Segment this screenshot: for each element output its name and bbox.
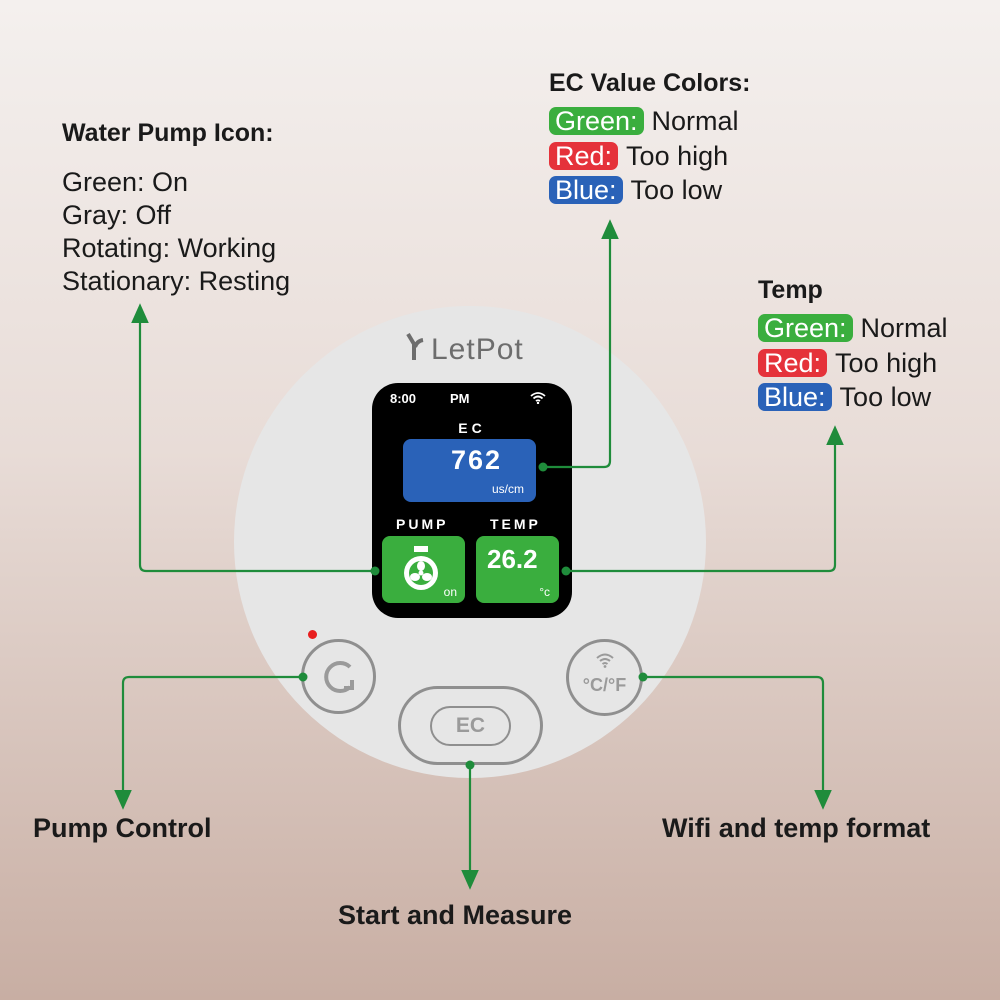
wifi-icon	[596, 653, 614, 668]
legend-text: Too high	[626, 140, 729, 171]
legend-text: Normal	[651, 106, 739, 136]
legend-item: Green:Normal	[758, 311, 948, 346]
pump-label: PUMP	[396, 516, 449, 532]
ec-unit: us/cm	[491, 482, 524, 496]
legend-text: Normal	[860, 313, 948, 343]
pump-state: on	[443, 585, 457, 599]
status-led	[308, 630, 317, 639]
badge-blue: Blue:	[758, 383, 832, 411]
temp-tile: 26.2 °c	[476, 536, 559, 603]
pump-control-callout-line	[114, 675, 303, 810]
wifi-callout-line	[643, 675, 832, 810]
legend-line: Green: On	[62, 167, 189, 197]
legend-line: Stationary: Resting	[62, 266, 291, 296]
temp-callout-line	[566, 425, 844, 573]
badge-green: Green:	[758, 314, 853, 342]
display-screen: 8:00 PM EC 762 us/cm PUMP TEMP on 26.2 °…	[372, 383, 572, 618]
pump-fan-icon	[404, 546, 438, 590]
letpot-logo: LetPot	[405, 332, 524, 367]
ec-legend-title: EC Value Colors:	[549, 69, 751, 97]
legend-item: Red:Too high	[549, 139, 750, 174]
legend-item: Blue:Too low	[758, 380, 948, 415]
start-measure-label: Start and Measure	[338, 900, 573, 930]
ec-legend: EC Value Colors: Green:Normal Red:Too hi…	[549, 69, 750, 208]
legend-item: Green:Normal	[549, 104, 750, 139]
temp-legend-title: Temp	[758, 276, 823, 304]
temp-unit: °c	[539, 585, 550, 599]
legend-text: Too low	[839, 382, 932, 412]
legend-line: Rotating: Working	[62, 233, 277, 263]
pump-control-label: Pump Control	[33, 813, 212, 843]
wifi-temp-label: Wifi and temp format	[662, 813, 931, 843]
temp-unit-toggle-label: °C/°F	[582, 675, 627, 695]
legend-item: Red:Too high	[758, 346, 948, 381]
clock-ampm: PM	[450, 391, 470, 406]
ec-value: 762	[451, 445, 503, 475]
clock-time: 8:00	[390, 391, 417, 406]
temp-legend: Temp Green:Normal Red:Too high Blue:Too …	[758, 276, 948, 415]
temp-label: TEMP	[490, 516, 541, 532]
legend-item: Blue:Too low	[549, 173, 750, 208]
pump-tile: on	[382, 536, 465, 603]
rotate-icon	[324, 661, 354, 693]
wifi-icon	[530, 392, 546, 404]
ec-label: EC	[458, 420, 486, 436]
ec-button-label: EC	[430, 706, 511, 746]
temp-value: 26.2	[487, 544, 538, 574]
pump-legend-title: Water Pump Icon:	[62, 119, 274, 147]
pump-callout-line	[131, 303, 375, 573]
legend-line: Gray: Off	[62, 200, 172, 230]
pump-legend: Water Pump Icon: Green: On Gray: Off Rot…	[62, 119, 290, 298]
badge-red: Red:	[758, 348, 828, 377]
legend-text: Too high	[835, 347, 938, 378]
legend-text: Too low	[630, 175, 723, 205]
badge-red: Red:	[549, 141, 619, 170]
badge-blue: Blue:	[549, 176, 623, 204]
ec-callout-line	[543, 219, 619, 469]
badge-green: Green:	[549, 107, 644, 135]
ec-tile: 762 us/cm	[403, 439, 536, 502]
leaf-icon	[406, 332, 424, 360]
